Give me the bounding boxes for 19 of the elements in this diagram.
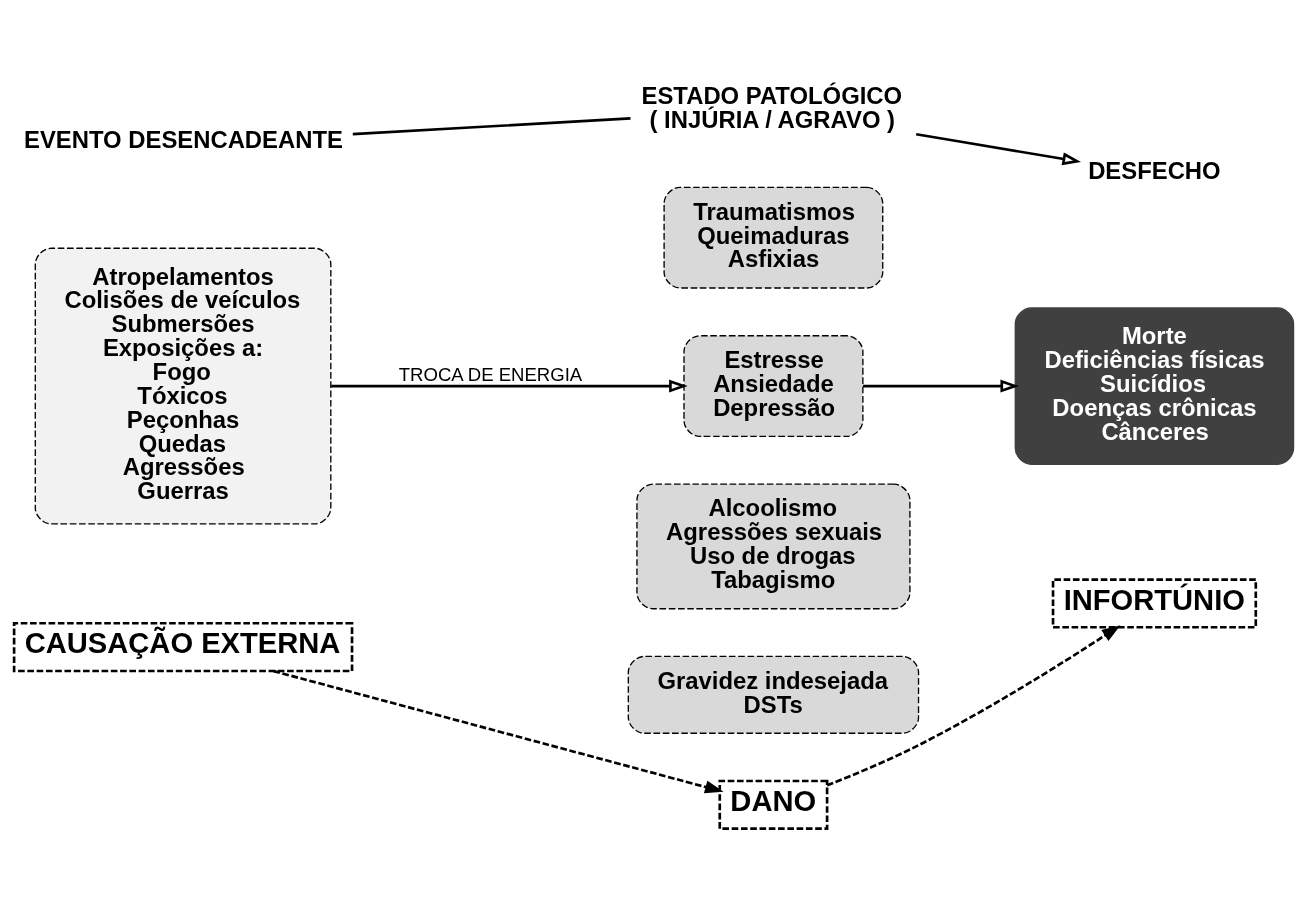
edge-label: TROCA DE ENERGIA <box>398 363 583 385</box>
node-box: Gravidez indesejada DSTs <box>627 655 920 734</box>
node-text: EVENTO DESENCADEANTE <box>24 125 343 153</box>
node-box: CAUSAÇÃO EXTERNA <box>12 621 354 672</box>
arrow <box>826 624 1121 787</box>
node-box: Traumatismos Queimaduras Asfixias <box>663 186 884 289</box>
node-box: Estresse Ansiedade Depressão <box>683 334 864 437</box>
node-box: Morte Deficiências físicas Suicídios Doenças crônicas Cânceres <box>1014 306 1295 465</box>
arrow <box>863 379 1020 393</box>
node-box: INFORTÚNIO <box>1051 577 1258 629</box>
arrow <box>331 379 688 393</box>
arrow <box>273 669 724 793</box>
node-box: Atropelamentos Colisões de veículos Submersões Exposições a: Fogo Tóxicos Peçonhas Quedas Agressões Guerras <box>34 247 332 525</box>
arrow <box>915 132 1082 165</box>
node-text: DESFECHO <box>1088 156 1221 184</box>
connector <box>352 116 631 135</box>
node-box: Alcoolismo Agressões sexuais Uso de drogas Tabagismo <box>636 483 911 609</box>
node-box: DANO <box>718 779 829 830</box>
node-text: ESTADO PATOLÓGICO ( INJÚRIA / AGRAVO ) <box>641 81 903 133</box>
